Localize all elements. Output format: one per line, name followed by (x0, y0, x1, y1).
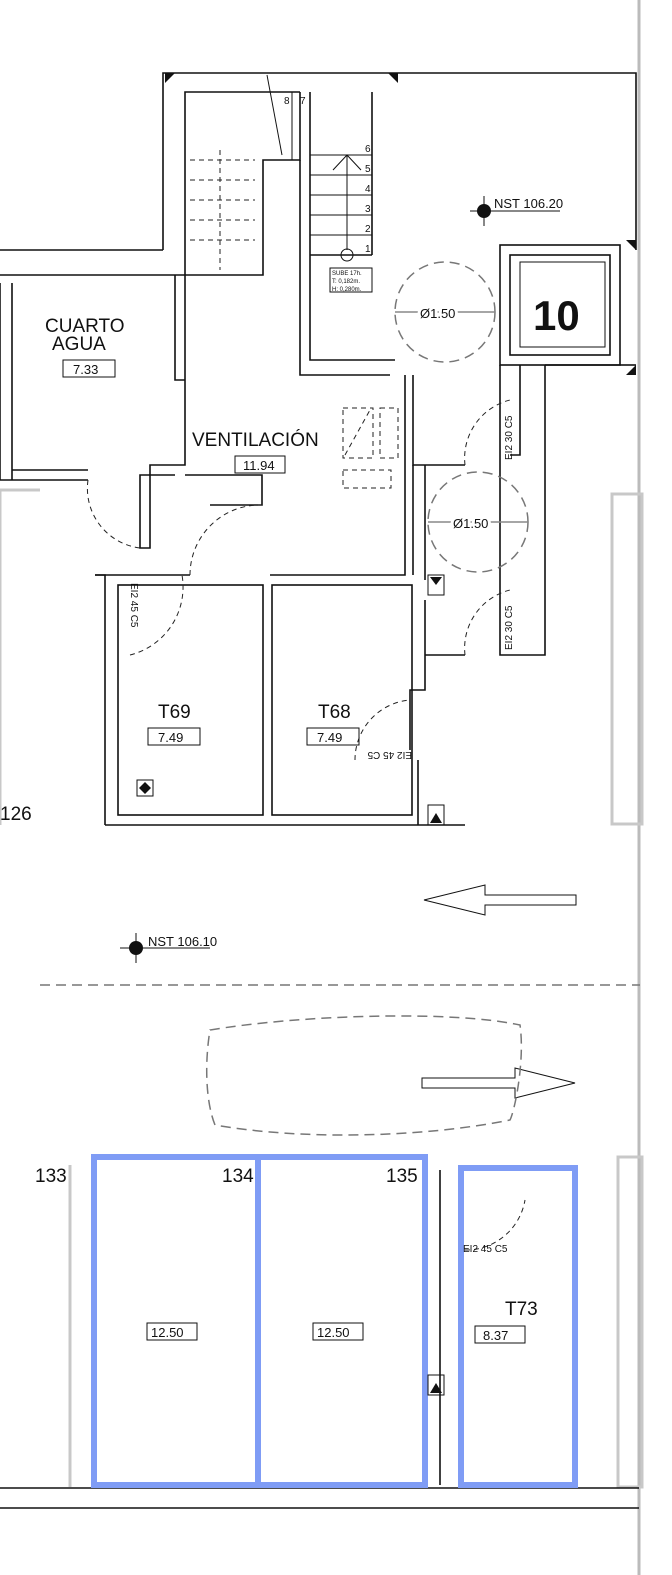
level-marker-upper: NST 106.20 (470, 196, 563, 226)
turning-circle-label-2: Ø1.50 (453, 516, 488, 531)
space-number-135: 135 (386, 1166, 418, 1187)
stair-step-3: 3 (365, 204, 371, 215)
space-number-133: 133 (35, 1166, 67, 1187)
room-area-t69: 7.49 (158, 730, 183, 745)
arrow-right-icon (421, 1067, 576, 1099)
stair-note-1: SUBE 17h. (332, 271, 362, 277)
door-swings (86, 399, 526, 1251)
room-name-t73: T73 (505, 1299, 538, 1320)
door-rating-4: EI2 45 C5 (367, 749, 412, 760)
stair-note-3: H: 0,280m. (332, 287, 362, 293)
walls (0, 72, 644, 1509)
stair-step-6: 6 (365, 144, 371, 155)
highlight-space-t73[interactable] (458, 1165, 578, 1488)
door-rating-3: EI2 45 C5 (128, 583, 139, 628)
stair-step-7: 7 (300, 96, 306, 107)
stair-note-2: T: 0,182m. (332, 279, 360, 285)
door-rating-5: EI2 45 C5 (463, 1244, 508, 1255)
stair-step-1: 1 (365, 244, 371, 255)
room-area-cuarto-agua: 7.33 (73, 362, 98, 377)
highlight-space-134[interactable] (91, 1154, 261, 1488)
room-area-ventilacion: 11.94 (243, 458, 275, 473)
level-marker-lower: NST 106.10 (120, 933, 217, 963)
svg-text:NST 106.10: NST 106.10 (148, 934, 217, 949)
highlight-space-135[interactable] (255, 1154, 428, 1488)
column-markers (136, 73, 636, 1396)
stair: 8 7 6 5 4 3 2 1 SUBE 17h. T: 0,182m. H: … (190, 74, 373, 293)
space-number-126: 126 (0, 804, 32, 825)
room-name-cuarto-agua-1: CUARTO (45, 316, 125, 337)
ventilation-grille (342, 407, 399, 489)
space-area-135: 12.50 (317, 1325, 350, 1340)
stair-step-5: 5 (365, 164, 371, 175)
room-area-t68: 7.49 (317, 730, 342, 745)
elevator-number: 10 (533, 292, 580, 339)
parking-maneuver-zone (205, 1015, 523, 1136)
door-rating-2: EI2 30 C5 (504, 605, 515, 650)
arrow-left-icon (423, 884, 577, 916)
room-name-ventilacion: VENTILACIÓN (192, 429, 319, 451)
space-number-134: 134 (222, 1166, 254, 1187)
stair-step-2: 2 (365, 224, 371, 235)
stair-step-4: 4 (365, 184, 371, 195)
turning-circles: Ø1.50 Ø1.50 (394, 261, 529, 573)
stair-step-8: 8 (284, 96, 290, 107)
door-rating-1: EI2 30 C5 (504, 415, 515, 460)
space-area-134: 12.50 (151, 1325, 184, 1340)
room-name-t69: T69 (158, 702, 191, 723)
turning-circle-label-1: Ø1.50 (420, 306, 455, 321)
room-area-t73: 8.37 (483, 1328, 508, 1343)
room-name-t68: T68 (318, 702, 351, 723)
room-name-cuarto-agua-2: AGUA (52, 334, 106, 355)
svg-text:NST 106.20: NST 106.20 (494, 196, 563, 211)
